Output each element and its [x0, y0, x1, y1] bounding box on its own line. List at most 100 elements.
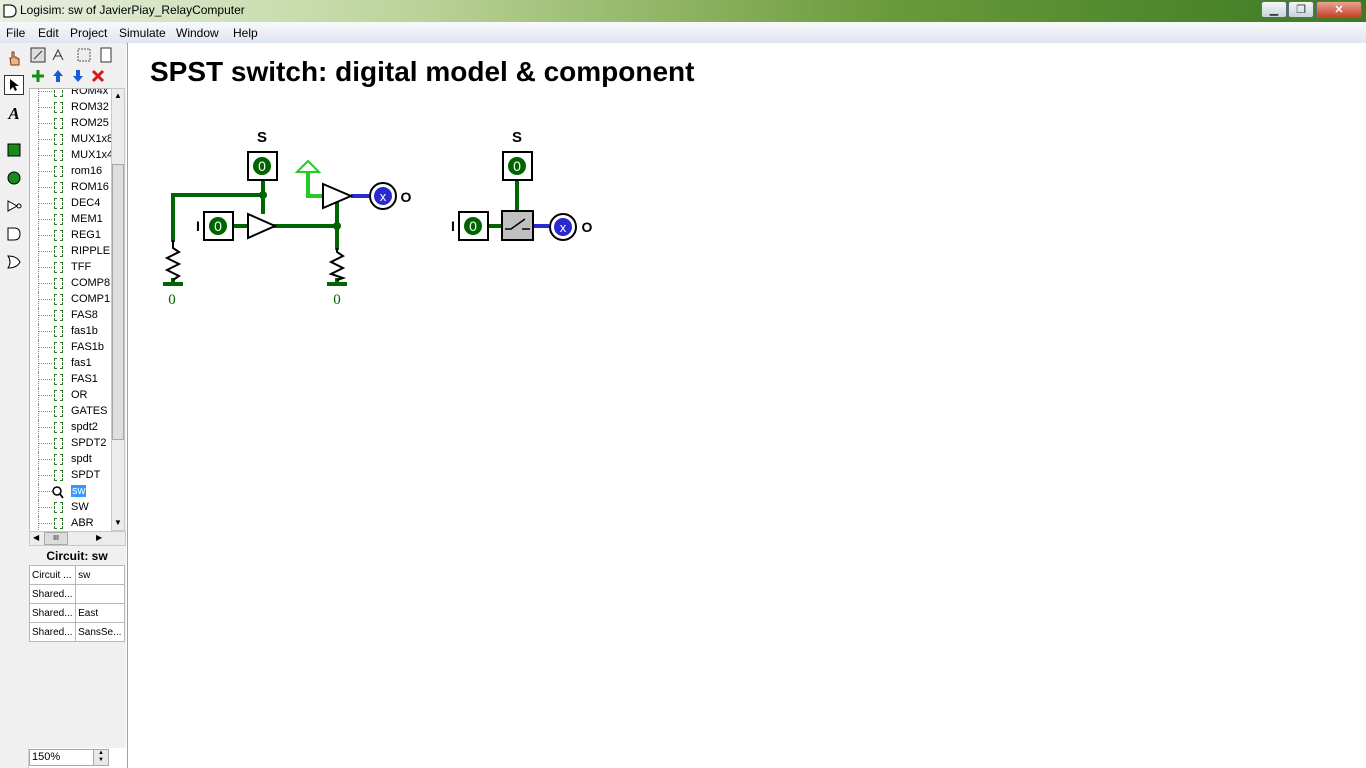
component-s-label: S: [512, 129, 522, 146]
tree-item[interactable]: FAS1: [30, 372, 112, 388]
attribute-value[interactable]: sw: [75, 565, 125, 585]
zoom-spinner[interactable]: ▲ ▼: [93, 749, 109, 766]
tree-item[interactable]: rom16: [30, 164, 112, 180]
tree-item[interactable]: DEC4: [30, 196, 112, 212]
model-s-input-pin[interactable]: 0: [247, 151, 278, 181]
scroll-up-arrow-icon[interactable]: ▲: [114, 91, 122, 100]
tree-item[interactable]: MUX1x4: [30, 148, 112, 164]
model-i-input-pin[interactable]: 0: [203, 211, 234, 241]
tree-item[interactable]: fas1: [30, 356, 112, 372]
circuit-icon: [54, 518, 63, 529]
tree-item-label: ROM32: [71, 101, 109, 113]
tree-guide-line: [38, 452, 39, 468]
minimize-button[interactable]: ▁: [1261, 1, 1287, 18]
zoom-up-icon[interactable]: ▲: [98, 750, 104, 756]
magnifier-circuit-icon: [52, 486, 64, 499]
tree-item[interactable]: MEM1: [30, 212, 112, 228]
or-gate-tool-icon[interactable]: [4, 252, 24, 272]
tree-guide-branch: [38, 427, 52, 428]
component-output-pin[interactable]: x: [549, 213, 577, 241]
text-tool-icon[interactable]: A: [8, 104, 20, 123]
move-up-icon[interactable]: [51, 69, 65, 83]
tree-item[interactable]: ABR: [30, 516, 112, 532]
pull-down-resistor-right[interactable]: [327, 248, 347, 286]
input-pin-tool-icon[interactable]: [4, 140, 24, 160]
tree-item[interactable]: spdt: [30, 452, 112, 468]
tree-item-label: ROM4x: [71, 88, 109, 97]
tree-item[interactable]: COMP1: [30, 292, 112, 308]
tree-item[interactable]: SW: [30, 500, 112, 516]
tree-item[interactable]: ROM16: [30, 180, 112, 196]
attribute-row: Shared... East: [28, 603, 125, 623]
tree-item[interactable]: FAS1b: [30, 340, 112, 356]
attribute-value[interactable]: East: [75, 603, 125, 623]
tree-item[interactable]: REG1: [30, 228, 112, 244]
tree-guide-line: [38, 89, 39, 100]
tree-item[interactable]: ROM32: [30, 100, 112, 116]
tree-item[interactable]: RIPPLE: [30, 244, 112, 260]
move-down-icon[interactable]: [71, 69, 85, 83]
add-circuit-icon[interactable]: [31, 69, 45, 83]
tree-item-label: OR: [71, 389, 88, 401]
close-button[interactable]: ✕: [1316, 1, 1362, 18]
menu-simulate[interactable]: Simulate: [119, 26, 166, 40]
output-pin-tool-icon[interactable]: [4, 168, 24, 188]
menu-window[interactable]: Window: [176, 26, 219, 40]
attribute-table: Circuit ... sw Shared... Shared... East …: [28, 565, 125, 642]
tree-item[interactable]: MUX1x8: [30, 132, 112, 148]
circuit-diagram[interactable]: S 0 I 0 x O 0 0 S 0 I: [127, 43, 727, 343]
menu-project[interactable]: Project: [70, 26, 108, 40]
tree-item[interactable]: TFF: [30, 260, 112, 276]
power-source-icon[interactable]: [294, 159, 322, 173]
attribute-value[interactable]: [75, 584, 125, 604]
tree-item[interactable]: OR: [30, 388, 112, 404]
attribute-value[interactable]: SansSe...: [75, 622, 125, 642]
maximize-button[interactable]: ❐: [1288, 1, 1314, 18]
tree-horizontal-scroll-thumb[interactable]: III: [44, 532, 68, 545]
component-i-input-pin[interactable]: 0: [458, 211, 489, 241]
model-output-pin[interactable]: x: [369, 182, 397, 210]
menu-help[interactable]: Help: [233, 26, 258, 40]
scroll-down-arrow-icon[interactable]: ▼: [114, 518, 122, 527]
tree-vertical-scroll-thumb[interactable]: [112, 164, 124, 440]
scroll-left-arrow-icon[interactable]: ◀: [33, 533, 40, 542]
menu-file[interactable]: File: [6, 26, 26, 40]
tree-guide-branch: [38, 267, 52, 268]
model-s-pin-value: 0: [258, 158, 266, 174]
tree-item[interactable]: SPDT: [30, 468, 112, 484]
delete-circuit-icon[interactable]: [91, 69, 105, 83]
circuit-icon: [54, 150, 63, 161]
output-buffer[interactable]: [322, 182, 354, 210]
tree-item[interactable]: COMP8: [30, 276, 112, 292]
scroll-right-arrow-icon[interactable]: ▶: [96, 533, 103, 542]
spst-switch-component[interactable]: [501, 210, 534, 241]
tree-item[interactable]: spdt2: [30, 420, 112, 436]
circuit-icon: [54, 374, 63, 385]
circuit-canvas[interactable]: [127, 43, 1366, 768]
menu-edit[interactable]: Edit: [38, 26, 59, 40]
tree-item[interactable]: SPDT2: [30, 436, 112, 452]
component-s-input-pin[interactable]: 0: [502, 151, 533, 181]
tree-item[interactable]: ROM25: [30, 116, 112, 132]
zoom-down-icon[interactable]: ▼: [98, 757, 104, 763]
tree-item[interactable]: ROM4x: [30, 88, 112, 100]
tree-guide-branch: [38, 475, 52, 476]
tree-item[interactable]: fas1b: [30, 324, 112, 340]
tree-guide-line: [38, 132, 39, 148]
zoom-field[interactable]: 150%: [29, 749, 109, 766]
not-gate-tool-icon[interactable]: [4, 196, 24, 216]
tree-item[interactable]: sw: [30, 484, 112, 500]
circuit-icon: [54, 390, 63, 401]
edit-layout-icon[interactable]: [30, 47, 46, 63]
poke-tool-hand-icon[interactable]: [4, 48, 24, 68]
pull-down-resistor-left[interactable]: [163, 240, 183, 286]
select-tool-arrow-icon[interactable]: [4, 75, 24, 95]
and-gate-tool-icon[interactable]: [4, 224, 24, 244]
tree-item[interactable]: GATES: [30, 404, 112, 420]
new-document-icon[interactable]: [98, 47, 114, 63]
edit-appearance-icon[interactable]: [50, 47, 66, 63]
tree-item[interactable]: FAS8: [30, 308, 112, 324]
toolbar-item-icon[interactable]: [76, 47, 92, 63]
tree-item-label: fas1b: [71, 325, 98, 337]
controlled-buffer[interactable]: [247, 212, 278, 240]
